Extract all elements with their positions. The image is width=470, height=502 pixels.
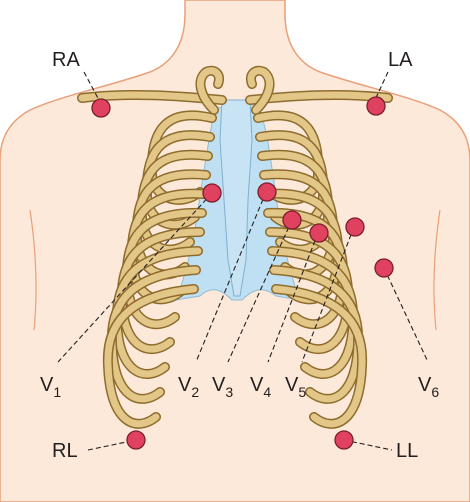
label-rl: RL — [52, 440, 78, 462]
electrode-la — [367, 97, 385, 115]
label-ra: RA — [52, 49, 80, 71]
label-ll: LL — [396, 440, 418, 462]
electrode-v1 — [203, 184, 221, 202]
electrode-v6 — [375, 259, 393, 277]
electrode-v3 — [283, 211, 301, 229]
electrode-v5 — [346, 218, 364, 236]
electrode-ra — [92, 99, 110, 117]
electrode-v2 — [258, 183, 276, 201]
electrode-rl — [127, 431, 145, 449]
electrode-v4 — [310, 224, 328, 242]
label-la: LA — [388, 49, 413, 71]
electrode-ll — [335, 431, 353, 449]
